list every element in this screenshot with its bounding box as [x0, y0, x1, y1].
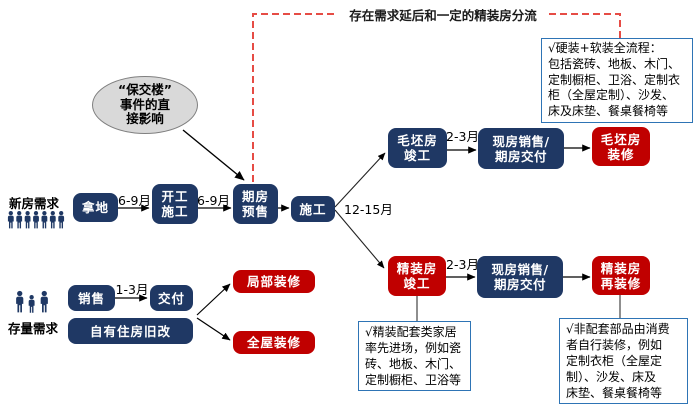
node-fine-complete: 精装房 竣工	[388, 256, 446, 296]
duration-start-to-presale: 6-9月	[197, 193, 230, 208]
stock-demand-people-icon	[16, 290, 48, 313]
node-construction: 施工	[291, 196, 335, 222]
node-own-house-reno: 自有住房旧改	[68, 318, 193, 344]
note-full-process: √硬装+软装全流程： 包括瓷砖、地板、木门、 定制橱柜、卫浴、定制衣 柜（全屋定…	[541, 38, 693, 123]
dashed-diversion-line-left	[252, 13, 336, 182]
duration-construction-split: 12-15月	[344, 202, 393, 217]
node-rough-complete: 毛坯房 竣工	[388, 128, 447, 168]
dashed-diversion-line-right	[549, 13, 621, 38]
duration-rough-to-sale: 2-3月	[446, 129, 479, 144]
arrow-construction-to-fine	[334, 209, 385, 269]
duration-land-to-start: 6-9月	[118, 193, 151, 208]
baojiaolou-impact-ellipse: “保交楼” 事件的直 接影响	[92, 76, 198, 134]
node-sale-delivery-top: 现房销售/ 期房交付	[478, 128, 564, 169]
arrow-ellipse-to-presale	[182, 129, 245, 181]
arrow-construction-to-rough	[334, 152, 386, 208]
node-presale: 期房 预售	[233, 184, 278, 224]
note-non-supporting: √非配套部品由消费 者自行装修，例如 定制衣柜（全屋定 制）、沙发、床及 床垫、…	[559, 318, 688, 404]
new-demand-label: 新房需求	[8, 196, 59, 211]
node-sale-delivery-bottom: 现房销售/ 期房交付	[477, 256, 563, 298]
stock-demand-label: 存量需求	[7, 321, 58, 336]
duration-sales-to-delivery: 1-3月	[115, 282, 149, 297]
arrow-merge-to-partial	[196, 283, 231, 316]
duration-fine-to-sale: 2-3月	[446, 257, 479, 272]
node-sales: 销售	[68, 285, 115, 311]
arrow-merge-to-whole	[196, 317, 231, 341]
node-whole-decor: 全屋装修	[233, 331, 315, 354]
node-fine-redecor: 精装房 再装修	[592, 256, 650, 295]
node-start-construction: 开工 施工	[152, 184, 198, 224]
node-rough-decor: 毛坯房 装修	[592, 127, 650, 166]
diversion-note-label: 存在需求延后和一定的精装房分流	[349, 8, 537, 23]
note-fine-supporting: √精装配套类家居 率先进场，例如瓷 砖、地板、木门、 定制橱柜、卫浴等	[358, 321, 471, 391]
node-land: 拿地	[73, 193, 118, 222]
node-partial-decor: 局部装修	[233, 270, 315, 293]
new-demand-people-icon	[7, 210, 65, 229]
node-delivery: 交付	[150, 285, 193, 311]
